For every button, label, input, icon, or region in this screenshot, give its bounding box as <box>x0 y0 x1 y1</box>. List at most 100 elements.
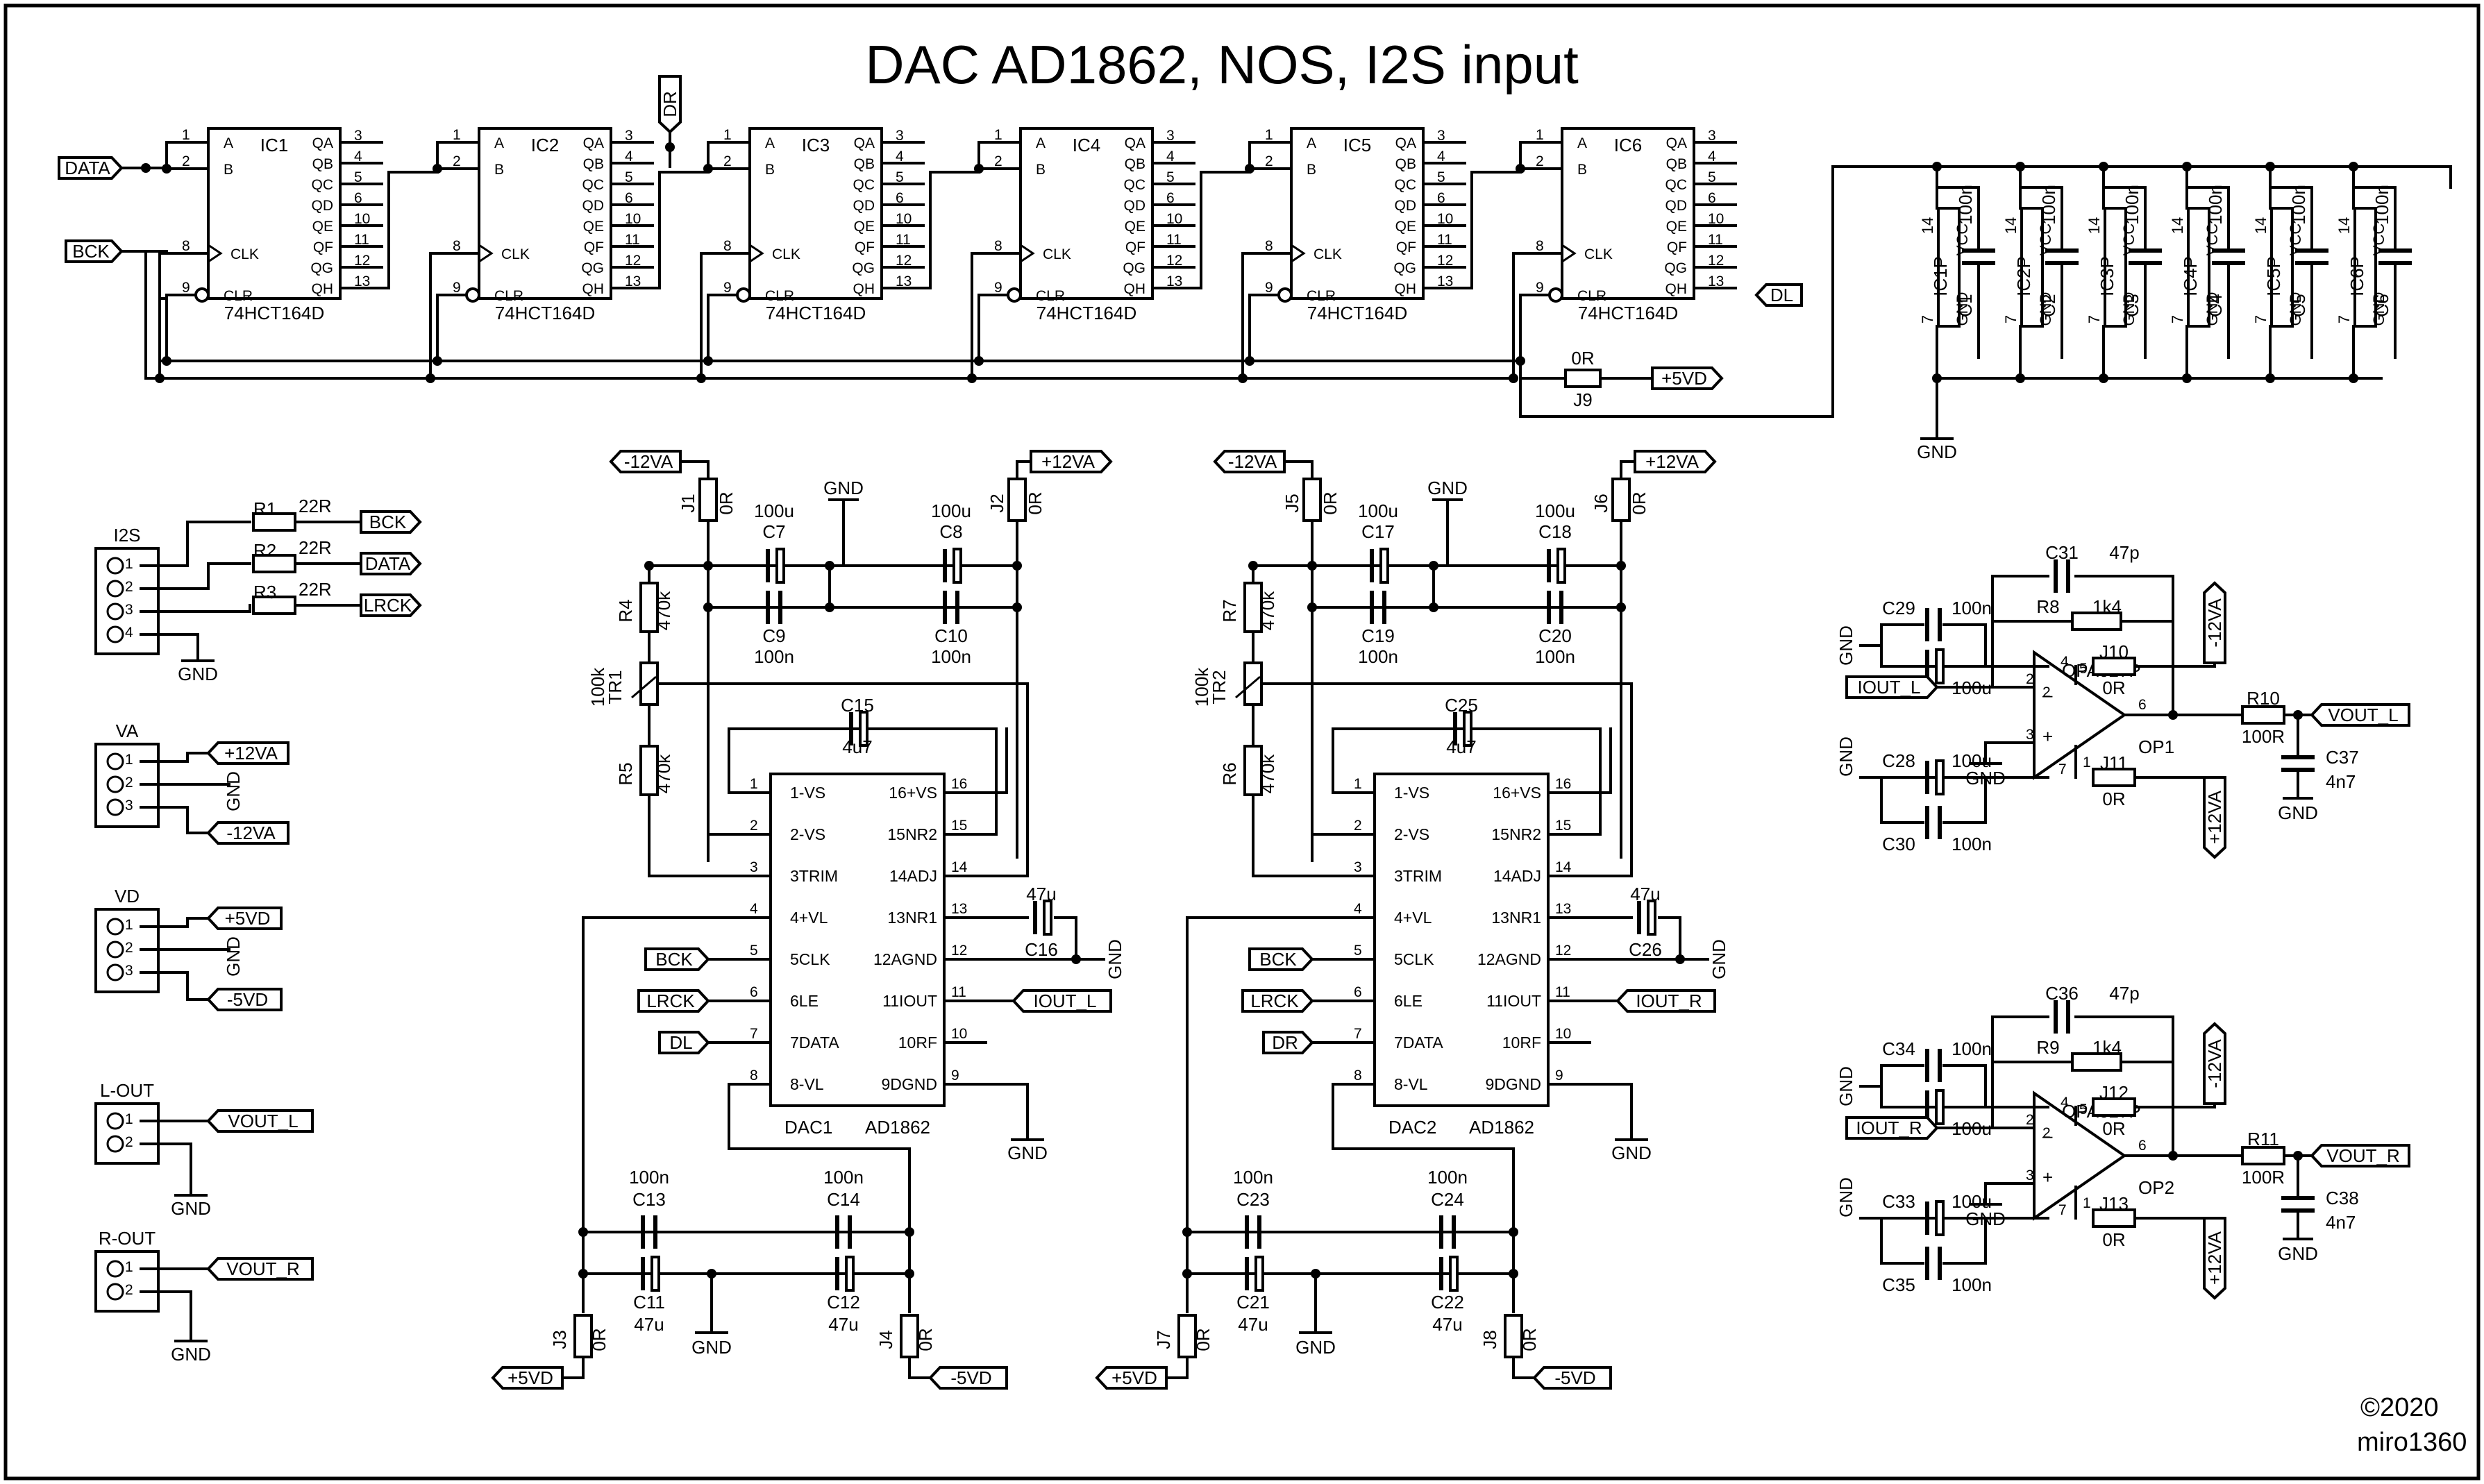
capacitor <box>1925 1049 1942 1082</box>
pin-number: 1 <box>125 752 133 768</box>
gnd-label: GND <box>1105 939 1125 979</box>
pin-name: QD <box>1665 198 1688 214</box>
ic-name: IC3 <box>802 135 830 155</box>
wire <box>1880 623 1924 668</box>
resistor-value: 470k <box>653 591 674 630</box>
chain-wire <box>1193 171 1251 289</box>
trimmer-value: 100k <box>1191 667 1212 707</box>
power-pin-box <box>1937 207 1961 328</box>
pin-number: 11 <box>1166 232 1182 248</box>
cap-plate <box>1962 261 1995 265</box>
ic-name: IC2 <box>531 135 559 155</box>
dac-pin-name: 13NR1 <box>887 909 937 927</box>
cap-plate <box>766 591 770 624</box>
resistor-value: 1k4 <box>2092 596 2122 617</box>
pin-number: 16 <box>951 776 967 792</box>
net-port-label: -12VA <box>1228 451 1277 472</box>
cap-name: C14 <box>827 1189 860 1210</box>
pin-name: A <box>494 135 504 151</box>
junction-dot <box>1616 602 1626 612</box>
chain-wire <box>651 171 710 289</box>
net-port-label: DR <box>1272 1032 1298 1053</box>
pin-number: 5 <box>1166 169 1175 185</box>
resistor-name: R9 <box>2036 1037 2059 1058</box>
nr-capacitor <box>1453 711 1472 747</box>
cap-name: C37 <box>2326 747 2359 768</box>
wire <box>157 1142 192 1181</box>
clr-bubble <box>1277 287 1293 303</box>
cap-name: C13 <box>632 1189 666 1210</box>
data-port <box>658 1031 710 1054</box>
net-port-label: DL <box>669 1032 692 1053</box>
pin-name: QA <box>1395 135 1416 151</box>
pin-number: 5 <box>1708 169 1716 185</box>
pin-number: 14 <box>1919 217 1936 234</box>
capacitor <box>1925 608 1942 641</box>
junction-dot <box>1071 954 1081 964</box>
pin-number: 4 <box>1354 901 1362 917</box>
wire <box>908 1356 932 1379</box>
p5vd-port <box>491 1366 564 1390</box>
ic-power-name: IC4P <box>2180 256 2201 296</box>
resistor-value: 100R <box>2242 726 2285 747</box>
dac-pin-name: 8-VL <box>790 1075 824 1093</box>
cap-value: 100u <box>931 500 971 521</box>
connector-pin <box>106 752 124 770</box>
dac-name: DAC1 <box>784 1117 832 1138</box>
pin-number: 5 <box>2079 661 2088 677</box>
cap-plate <box>1925 1247 1929 1280</box>
pin-number: 8 <box>453 238 461 254</box>
pin-name: QG <box>1123 260 1146 276</box>
pin-number: 13 <box>1555 901 1571 917</box>
wire <box>658 682 1029 877</box>
bck-port <box>1248 947 1314 971</box>
cap-plate-pol <box>1935 1200 1945 1236</box>
jumper-name: J2 <box>987 494 1007 512</box>
ic-power-name: IC2P <box>2013 256 2034 296</box>
pin-number: 10 <box>1708 211 1724 227</box>
decoup-capacitor <box>1962 248 1995 265</box>
connector-name: L-OUT <box>100 1080 154 1101</box>
pin-number: 13 <box>625 273 641 289</box>
net-port-label: +5VD <box>225 908 271 929</box>
pin-number: 11 <box>951 984 966 1000</box>
cap-plate <box>653 1215 657 1249</box>
decoup-capacitor <box>2212 248 2245 265</box>
wire <box>1512 1356 1536 1379</box>
pin-name: QE <box>583 219 604 235</box>
pin-number: 1 <box>994 127 1002 143</box>
cap-plate <box>943 591 947 624</box>
pin-name: QB <box>1125 156 1146 172</box>
feedback-resistor <box>2071 612 2122 631</box>
net-port-label: +5VD <box>1111 1367 1157 1388</box>
wire <box>1165 1356 1189 1379</box>
pin-number: 8 <box>1265 238 1273 254</box>
pin-number: 11 <box>625 232 640 248</box>
decoup-capacitor <box>2378 248 2412 265</box>
pin-name: CLR <box>1307 288 1336 304</box>
pin-number: 10 <box>354 211 370 227</box>
net-port-label: IOUT_L <box>1033 990 1096 1011</box>
cap-value: 100u <box>1358 500 1398 521</box>
pin-number: 8 <box>1354 1068 1362 1084</box>
connector-pin <box>106 918 124 936</box>
junction-dot <box>1616 561 1626 571</box>
iout-port <box>1845 1116 1939 1140</box>
cap-name: C4 <box>2205 294 2226 317</box>
resistor-value: 100R <box>2242 1167 2285 1188</box>
pin-name: QF <box>1667 239 1687 255</box>
cap-name: C10 <box>934 625 968 646</box>
cap-plate-pol <box>1556 548 1566 584</box>
wire <box>2074 575 2174 716</box>
dac-pin-name: 6LE <box>790 992 819 1010</box>
wire <box>561 1356 585 1379</box>
vout-port <box>2310 1144 2410 1167</box>
nr1-capacitor <box>1637 900 1656 936</box>
ic-body <box>1290 127 1425 300</box>
